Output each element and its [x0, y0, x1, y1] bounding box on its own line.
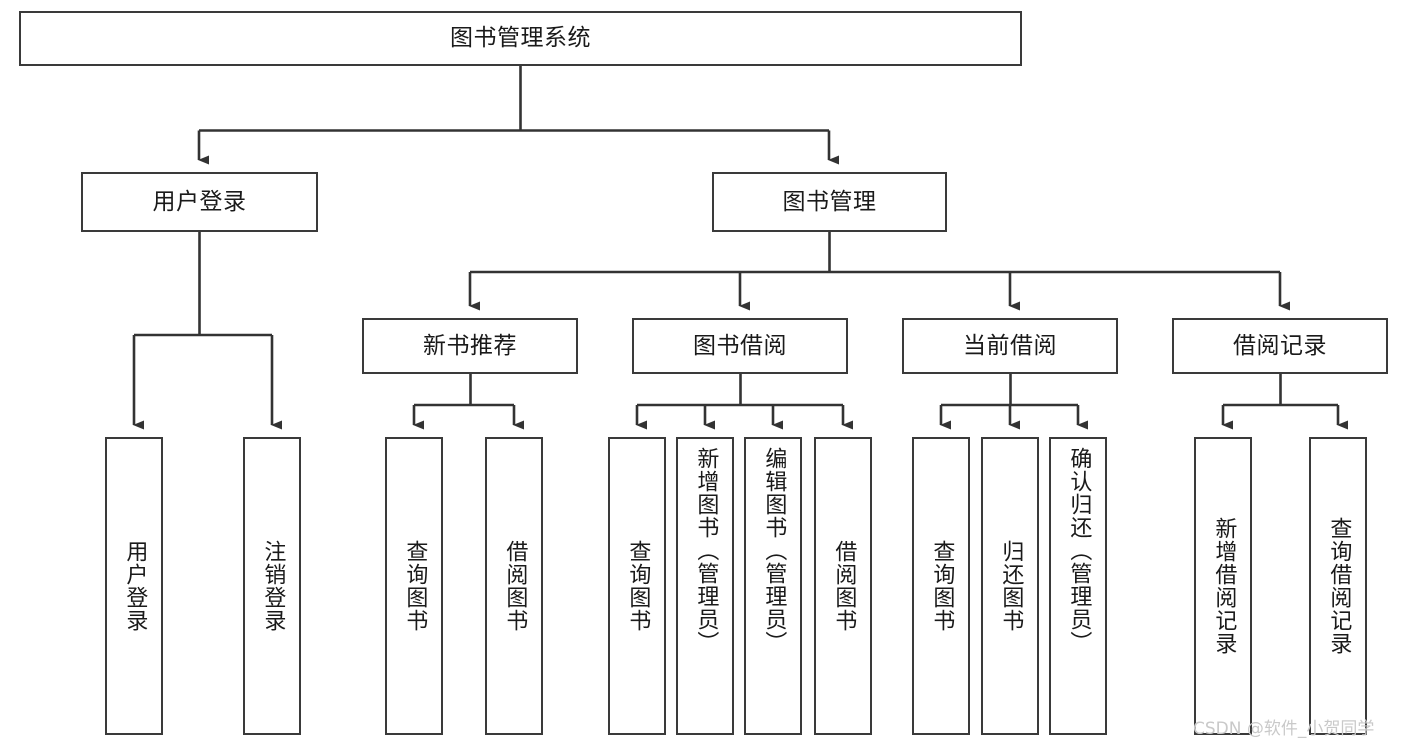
node-leaf-return-book[interactable]: 归还图书 [981, 437, 1039, 735]
node-leaf-confirm-return-label: 确认归还（管理员） [1066, 447, 1092, 654]
node-current-borrow-label: 当前借阅 [963, 332, 1057, 359]
node-leaf-borrow-book-recommend-label: 借阅图书 [502, 540, 528, 632]
node-leaf-query-book-recommend[interactable]: 查询图书 [385, 437, 443, 735]
node-current-borrow[interactable]: 当前借阅 [902, 318, 1118, 374]
node-leaf-add-borrow-record-label: 新增借阅记录 [1211, 517, 1237, 655]
node-book-manage-label: 图书管理 [782, 188, 877, 215]
node-book-borrow-label: 图书借阅 [693, 332, 787, 359]
node-leaf-return-book-label: 归还图书 [998, 540, 1024, 632]
node-leaf-edit-book[interactable]: 编辑图书（管理员） [744, 437, 802, 735]
node-new-book-recommend-label: 新书推荐 [423, 332, 517, 359]
node-leaf-user-logout-label: 注销登录 [260, 540, 286, 632]
node-leaf-add-borrow-record[interactable]: 新增借阅记录 [1194, 437, 1252, 735]
node-leaf-borrow-book-borrow-label: 借阅图书 [831, 540, 857, 632]
node-leaf-query-borrow-record[interactable]: 查询借阅记录 [1309, 437, 1367, 735]
node-leaf-query-book-current-label: 查询图书 [929, 540, 955, 632]
node-leaf-borrow-book-recommend[interactable]: 借阅图书 [485, 437, 543, 735]
node-root-system-label: 图书管理系统 [450, 25, 591, 52]
node-book-manage[interactable]: 图书管理 [712, 172, 947, 232]
node-leaf-query-book-borrow[interactable]: 查询图书 [608, 437, 666, 735]
node-book-borrow[interactable]: 图书借阅 [632, 318, 848, 374]
node-leaf-query-book-borrow-label: 查询图书 [625, 540, 651, 632]
node-root-system[interactable]: 图书管理系统 [19, 11, 1022, 66]
node-user-login[interactable]: 用户登录 [81, 172, 318, 232]
node-leaf-add-book-label: 新增图书（管理员） [693, 447, 719, 654]
node-borrow-record[interactable]: 借阅记录 [1172, 318, 1388, 374]
node-leaf-add-book[interactable]: 新增图书（管理员） [676, 437, 734, 735]
node-new-book-recommend[interactable]: 新书推荐 [362, 318, 578, 374]
node-user-login-label: 用户登录 [152, 188, 247, 215]
csdn-watermark: CSDN @软件_小贺同学 [1193, 719, 1375, 739]
node-leaf-edit-book-label: 编辑图书（管理员） [761, 447, 787, 654]
node-leaf-query-book-current[interactable]: 查询图书 [912, 437, 970, 735]
node-leaf-query-book-recommend-label: 查询图书 [402, 540, 428, 632]
node-leaf-user-logout[interactable]: 注销登录 [243, 437, 301, 735]
node-leaf-user-login[interactable]: 用户登录 [105, 437, 163, 735]
node-borrow-record-label: 借阅记录 [1233, 332, 1327, 359]
node-leaf-query-borrow-record-label: 查询借阅记录 [1326, 517, 1352, 655]
node-leaf-user-login-label: 用户登录 [122, 540, 148, 632]
node-leaf-confirm-return[interactable]: 确认归还（管理员） [1049, 437, 1107, 735]
node-leaf-borrow-book-borrow[interactable]: 借阅图书 [814, 437, 872, 735]
